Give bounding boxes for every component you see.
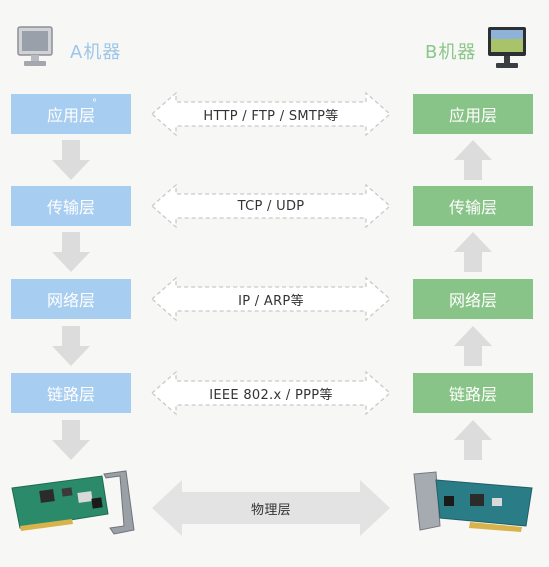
down-arrow-icon [52, 326, 90, 366]
network-card-a-icon [6, 468, 138, 542]
down-arrow-icon [52, 232, 90, 272]
b-link-layer: 链路层 [413, 373, 533, 413]
machine-b-label: B机器 [425, 42, 477, 63]
a-link-layer: 链路层 [11, 373, 131, 413]
protocol-link: IEEE 802.x / PPP等 [150, 370, 392, 416]
physical-layer-label: 物理层 [251, 502, 291, 518]
layer-label: 应用层 [46, 106, 95, 125]
protocol-application: HTTP / FTP / SMTP等 [150, 91, 392, 137]
layer-label: 网络层 [46, 291, 95, 310]
physical-layer-link: 物理层 [150, 478, 392, 538]
down-arrow-icon [52, 420, 90, 460]
up-arrow-icon [454, 232, 492, 272]
protocol-label: TCP / UDP [237, 198, 305, 214]
up-arrow-icon [454, 326, 492, 366]
layer-label: 应用层 [448, 106, 497, 125]
down-arrow-icon [52, 140, 90, 180]
a-network-layer: 网络层 [11, 279, 131, 319]
marker-dot: ° [92, 98, 97, 109]
b-transport-layer: 传输层 [413, 186, 533, 226]
protocol-label: IP / ARP等 [238, 293, 304, 309]
monitor-a-icon [12, 24, 58, 74]
layer-label: 链路层 [448, 385, 497, 404]
a-transport-layer: 传输层 [11, 186, 131, 226]
protocol-label: IEEE 802.x / PPP等 [209, 387, 333, 403]
layer-label: 链路层 [46, 385, 95, 404]
protocol-network: IP / ARP等 [150, 276, 392, 322]
monitor-b-icon [484, 24, 532, 76]
layer-label: 网络层 [448, 291, 497, 310]
protocol-label: HTTP / FTP / SMTP等 [203, 108, 339, 124]
machine-a-label: A机器 [70, 42, 122, 63]
b-application-layer: 应用层 [413, 94, 533, 134]
network-card-b-icon [410, 470, 542, 544]
layer-label: 传输层 [46, 198, 95, 217]
a-application-layer: 应用层 ° [11, 94, 131, 134]
protocol-transport: TCP / UDP [150, 183, 392, 229]
up-arrow-icon [454, 140, 492, 180]
layer-label: 传输层 [448, 198, 497, 217]
up-arrow-icon [454, 420, 492, 460]
b-network-layer: 网络层 [413, 279, 533, 319]
